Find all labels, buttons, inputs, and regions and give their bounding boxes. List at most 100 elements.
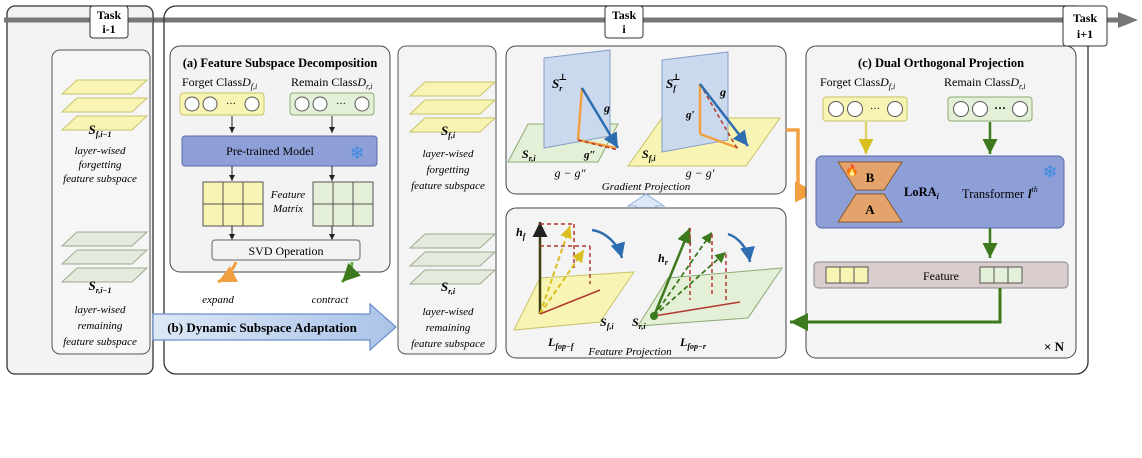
timeline [4, 12, 1138, 28]
grad-left-plane-srperp [543, 49, 611, 149]
panel-a-title: (a) Feature Subspace Decomposition [183, 56, 378, 70]
feat-hf-label: h [516, 225, 523, 239]
svg-text:Sr,i: Sr,i [441, 279, 456, 296]
svg-text:Sr⊥: Sr⊥ [552, 72, 567, 93]
grad-sfperp-S: S [666, 76, 673, 91]
task-prev-badge [89, 5, 129, 39]
left-forget-caption-1: layer-wised [74, 145, 126, 157]
remain-subspace-stack-prev [60, 231, 149, 283]
panel-a-feature-subspace-decomposition: (a) Feature Subspace Decomposition Forge… [169, 45, 391, 306]
forget-subspace-stack-prev [60, 79, 149, 131]
transformer-label: Transformer [962, 187, 1025, 201]
mid-remain-S: S [441, 279, 448, 294]
panel-c-forget-samples [822, 96, 908, 122]
task-curr-panel: Task i [163, 5, 1089, 375]
mid-forget-caption-2: forgetting [427, 164, 470, 176]
svg-text:Sf,i−1: Sf,i−1 [89, 122, 112, 139]
snowflake-icon: ❄ [349, 143, 364, 163]
left-forget-sub: f,i−1 [96, 130, 112, 139]
remain-feature-matrix [312, 181, 374, 227]
forget-feature-matrix [202, 181, 264, 227]
svg-text:hr: hr [658, 251, 669, 267]
grad-sri-S: S [522, 147, 529, 161]
left-forget-caption-2: forgetting [79, 159, 122, 171]
panel-c-forget-dots: ··· [870, 104, 880, 115]
grad-diff-2: g − g′ [686, 166, 715, 180]
svg-text:Sf,i: Sf,i [441, 123, 456, 140]
lora-a-block [837, 193, 903, 223]
lora-b-block [837, 161, 903, 191]
left-remain-sub: r,i−1 [96, 286, 112, 295]
panel-c-remain-class: Remain ClassDr,i [944, 75, 1025, 91]
left-forget-S: S [89, 122, 96, 137]
mid-remain-caption-3: feature subspace [411, 338, 485, 350]
panel-a-remain-samples [289, 92, 375, 116]
svd-operation-box [211, 239, 361, 261]
svg-text:Sf⊥: Sf⊥ [666, 72, 681, 93]
mid-subspace-panel: Sf,i layer-wised forgetting feature subs… [397, 45, 497, 355]
feature-bar-label: Feature [923, 269, 959, 283]
pretrained-model-label: Pre-trained Model [226, 144, 314, 158]
mid-remain-sub: r,i [448, 287, 456, 296]
lora-b-label: B [866, 170, 875, 185]
mid-remain-caption-2: remaining [426, 322, 471, 334]
svg-text:hf: hf [516, 225, 527, 241]
grad-left-orange-vertical [576, 87, 584, 141]
panel-a-forget-class: Forget ClassDf,i [182, 75, 257, 91]
feat-lf-label: L [547, 335, 555, 349]
remain-subspace-stack-curr [408, 233, 497, 285]
gradient-projection-caption: Gradient Projection [602, 181, 691, 193]
panel-a-forget-dots: ··· [226, 99, 236, 110]
feat-hr-vector [652, 227, 692, 317]
feature-matrix-label-1: Feature [270, 189, 306, 201]
panel-c-dual-orthogonal-projection: (c) Dual Orthogonal Projection Forget Cl… [805, 45, 1077, 359]
grad-left-gdprime-label: g″ [583, 149, 596, 161]
lora-label: LoRA [904, 185, 937, 199]
contract-label: contract [312, 294, 350, 306]
svg-text:Lfop−r: Lfop−r [679, 335, 707, 351]
feat-hr-label: h [658, 251, 665, 265]
grad-sfi-S: S [642, 147, 649, 161]
grad-right-g-label: g [719, 85, 726, 99]
panel-a-remain-class: Remain ClassDr,i [291, 75, 372, 91]
forget-subspace-stack-curr [408, 81, 497, 133]
panel-b-dynamic-subspace-adaptation: (b) Dynamic Subspace Adaptation [152, 302, 397, 352]
panel-c-forget-class: Forget ClassDf,i [820, 75, 895, 91]
feat-sr-label: S [632, 315, 639, 329]
panel-a-forget-samples [179, 92, 265, 116]
grad-srperp-S: S [552, 76, 559, 91]
svg-text:Sr,i−1: Sr,i−1 [89, 278, 112, 295]
left-remain-caption-1: layer-wised [74, 304, 126, 316]
panel-c-remain-samples [947, 96, 1033, 122]
task-next-label-1: Task [1073, 11, 1098, 25]
feature-bar-green-cells [979, 266, 1023, 284]
grad-right-g-vector [699, 83, 749, 147]
pretrained-model-box [181, 135, 378, 167]
left-forget-caption-3: feature subspace [63, 173, 137, 185]
grad-right-gprime-label: g′ [685, 109, 695, 121]
grad-diff-1: g − g″ [554, 166, 586, 180]
mid-forget-sub: f,i [448, 131, 456, 140]
left-remain-S: S [89, 278, 96, 293]
mid-forget-caption-3: feature subspace [411, 180, 485, 192]
gradient-projection-panel: Sr⊥ g g″ Sr,i g − g″ Sf⊥ g g′ Sf,i g − g… [505, 45, 787, 195]
feature-projection-panel: hf Sf,i Lfop−f hr Sr,i Lfop−r Feature Pr… [505, 207, 787, 359]
task-curr-label-2: i [622, 22, 626, 36]
mid-forget-caption-1: layer-wised [422, 148, 474, 160]
feature-to-projection-arrow [790, 288, 1002, 331]
svg-text:Sf,i: Sf,i [600, 315, 614, 331]
mid-forget-S: S [441, 123, 448, 138]
feat-lr-label: L [679, 335, 687, 349]
grad-left-g-vector [580, 87, 620, 149]
flame-icon: 🔥 [845, 164, 859, 177]
contract-arrow [340, 261, 362, 284]
panel-c-title: (c) Dual Orthogonal Projection [858, 56, 1024, 70]
transformer-snowflake-icon: ❄ [1042, 162, 1057, 182]
grad-left-g-label: g [603, 101, 610, 115]
svg-text:Lfop−f: Lfop−f [547, 335, 575, 351]
panel-a-remain-dots: ··· [336, 99, 346, 110]
left-remain-caption-2: remaining [78, 320, 123, 332]
svg-text:Sr,i: Sr,i [632, 315, 646, 331]
